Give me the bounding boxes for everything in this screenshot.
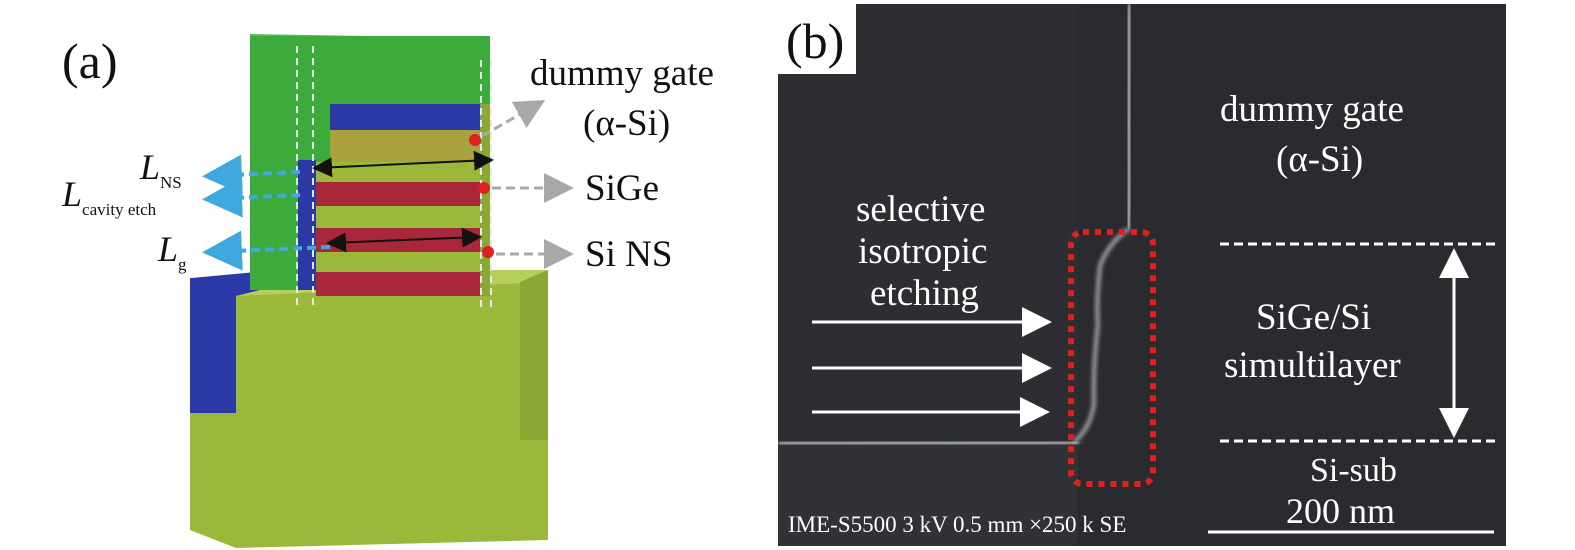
lns-symbol: LNS (140, 146, 182, 192)
lcav-sub: cavity etch (82, 200, 157, 219)
panel-a-label: (a) (62, 33, 118, 89)
lg-main: L (158, 229, 179, 269)
stack-top-oxide (330, 104, 480, 130)
substrate-left-face (190, 413, 236, 548)
lcavity-symbol: Lcavity etch (62, 173, 156, 219)
lg-leader-arrow (202, 230, 331, 271)
substrate-notch (520, 270, 548, 440)
si-ns-3 (316, 252, 480, 272)
lcav-leader-arrow (202, 177, 301, 218)
dummy-gate-leader-arrow (481, 100, 546, 138)
sige-layer-3 (316, 272, 480, 296)
gaa-schematic-diagram (190, 34, 574, 548)
oxide-strip (298, 160, 316, 290)
sem-info-bar: IME-S5500 3 kV 0.5 mm ×250 k SE (788, 512, 1127, 537)
etch-label-line1: selective (856, 189, 986, 230)
etch-label-line2: isotropic (858, 231, 988, 272)
oxide-left-side (190, 278, 236, 413)
stack-top-layer (330, 130, 480, 162)
substrate-edge (778, 440, 1079, 446)
scale-bar-label: 200 nm (1286, 491, 1396, 531)
alpha-si-label: (α-Si) (583, 103, 671, 144)
lg-symbol: Lg (158, 228, 187, 274)
sem-micrograph (778, 4, 1506, 546)
si-ns-2 (316, 206, 480, 228)
stack-label-line2: simultilayer (1224, 345, 1401, 386)
lcav-main: L (62, 174, 83, 214)
dummy-gate-label: dummy gate (530, 53, 714, 94)
lg-sub: g (178, 255, 187, 274)
si-ns-marker (482, 246, 494, 258)
sige-marker (478, 182, 490, 194)
lns-leader-arrow (202, 154, 301, 195)
sem-dummy-gate-label: dummy gate (1220, 89, 1404, 130)
panel-b-label: (b) (778, 4, 857, 74)
lns-main: L (140, 147, 161, 187)
stack-right-face (480, 104, 490, 296)
si-ns-label: Si NS (585, 234, 673, 275)
sem-alpha-si-label: (α-Si) (1276, 139, 1364, 180)
etched-sidewall-edge (1073, 227, 1129, 444)
sige-layer-1 (316, 182, 480, 206)
etch-label-line3: etching (870, 273, 979, 314)
substrate-front (236, 282, 548, 548)
panel-a-schematic: (a) dummy gate (α-Si) SiGe Si NS LNS Lca… (0, 0, 770, 550)
lns-sub: NS (160, 173, 182, 192)
lns-dimension-arrow (312, 150, 494, 178)
lg-dimension-arrow (326, 227, 482, 253)
etch-region-highlight (1068, 229, 1156, 487)
stack-label-line1: SiGe/Si (1256, 297, 1372, 338)
dummy-gate-marker (469, 134, 481, 146)
dummy-gate-edge (1126, 4, 1132, 230)
panel-b-sem-image: (b) dummy gate (α-Si) selective isotropi… (778, 4, 1506, 546)
sige-label: SiGe (585, 168, 659, 209)
si-sub-label: Si-sub (1310, 452, 1397, 489)
